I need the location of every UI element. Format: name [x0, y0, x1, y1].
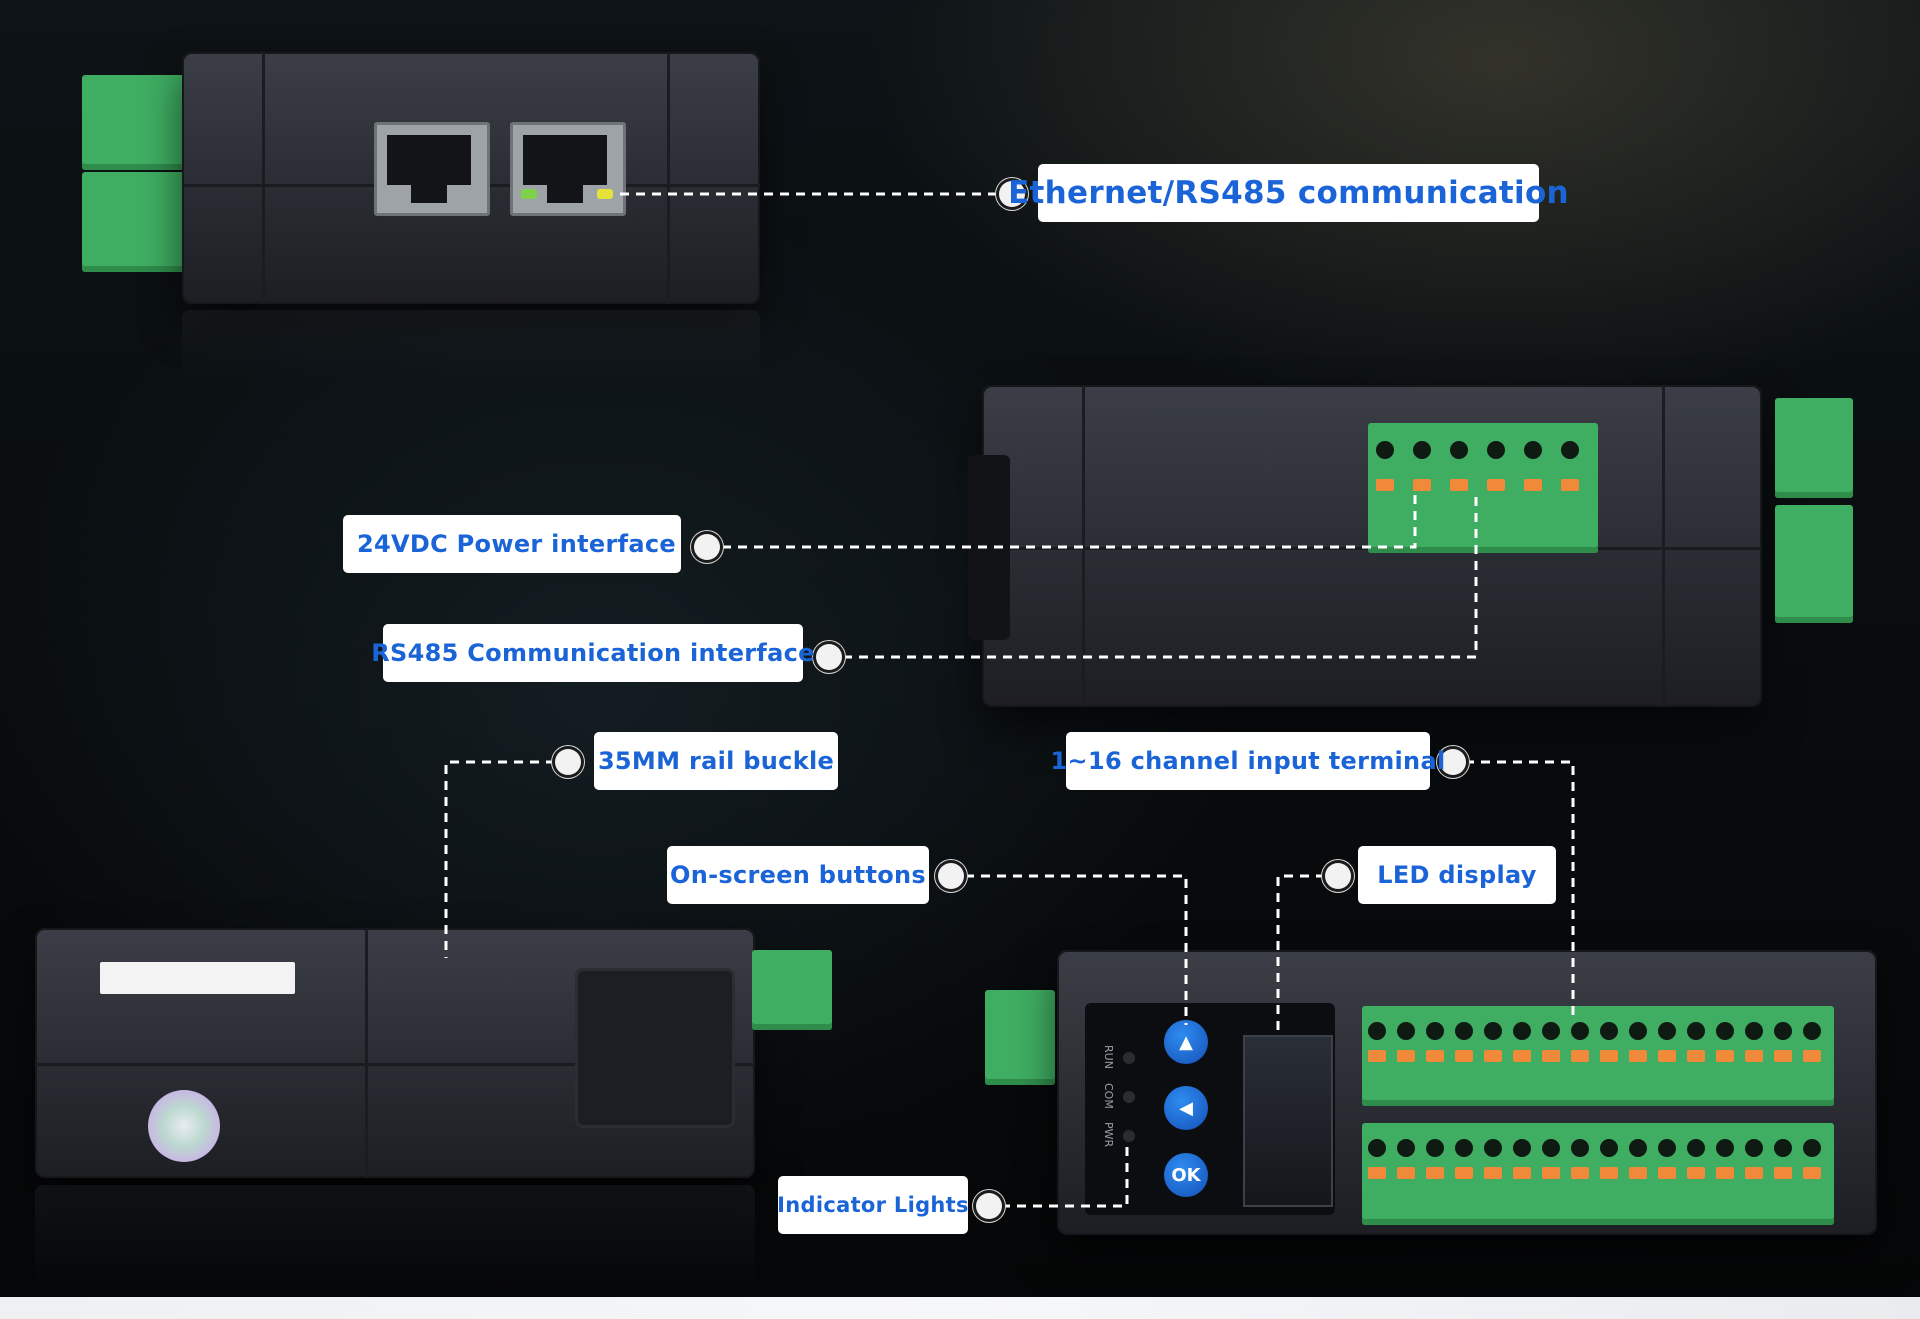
side-terminal-right-bottom	[1775, 505, 1853, 623]
indicator-led-run	[1123, 1052, 1135, 1064]
footer-strip	[0, 1297, 1920, 1319]
leader-indicator	[1001, 1145, 1129, 1208]
callout-dot-power	[694, 534, 720, 560]
callout-power-interface: 24VDC Power interface	[343, 515, 681, 573]
side-terminal-top	[82, 75, 186, 170]
ethernet-port-1	[374, 122, 490, 216]
ethernet-port-2	[510, 122, 626, 216]
callout-led-display: LED display	[1358, 846, 1556, 904]
callout-dot-buttons	[938, 863, 964, 889]
side-terminal-right-top	[1775, 398, 1853, 498]
device-reflection	[35, 1185, 755, 1285]
indicator-led-pwr	[1123, 1130, 1135, 1142]
input-terminal-row-bottom	[1362, 1123, 1834, 1225]
leader-rs485	[843, 495, 1478, 659]
callout-dot-input	[1440, 749, 1466, 775]
led-display-screen	[1243, 1035, 1333, 1207]
callout-dot-led	[1325, 863, 1351, 889]
din-rail-buckle	[575, 968, 735, 1128]
power-rs485-terminal	[1368, 423, 1598, 553]
device-reflection	[182, 310, 760, 380]
callout-dot-indicator	[976, 1193, 1002, 1219]
serial-label	[100, 962, 295, 994]
device-body	[182, 52, 760, 304]
side-terminal-bottom	[82, 172, 186, 272]
leader-rail	[444, 760, 555, 958]
callout-ethernet-rs485: Ethernet/RS485 communication	[1008, 164, 1569, 222]
side-terminal-left	[985, 990, 1055, 1085]
leader-buttons	[965, 874, 1188, 1025]
side-terminal	[752, 950, 832, 1030]
hologram-seal	[148, 1090, 220, 1162]
callout-input-terminal: 1~16 channel input terminal	[1051, 732, 1445, 790]
callout-indicator-lights: Indicator Lights	[777, 1176, 969, 1234]
callout-onscreen-buttons: On-screen buttons	[667, 846, 929, 904]
leader-power	[722, 495, 1417, 549]
callout-dot-rail	[555, 749, 581, 775]
indicator-led-com	[1123, 1091, 1135, 1103]
callout-rail-buckle: 35MM rail buckle	[594, 732, 838, 790]
left-button[interactable]: ◀	[1164, 1086, 1208, 1130]
up-button[interactable]: ▲	[1164, 1020, 1208, 1064]
callout-dot-ethernet	[999, 181, 1025, 207]
callout-rs485-interface: RS485 Communication interface	[371, 624, 814, 682]
leader-input	[1465, 760, 1575, 1020]
input-terminal-row-top	[1362, 1006, 1834, 1106]
leader-led	[1276, 874, 1325, 1035]
ok-button[interactable]: OK	[1164, 1153, 1208, 1197]
callout-dot-rs485	[816, 644, 842, 670]
